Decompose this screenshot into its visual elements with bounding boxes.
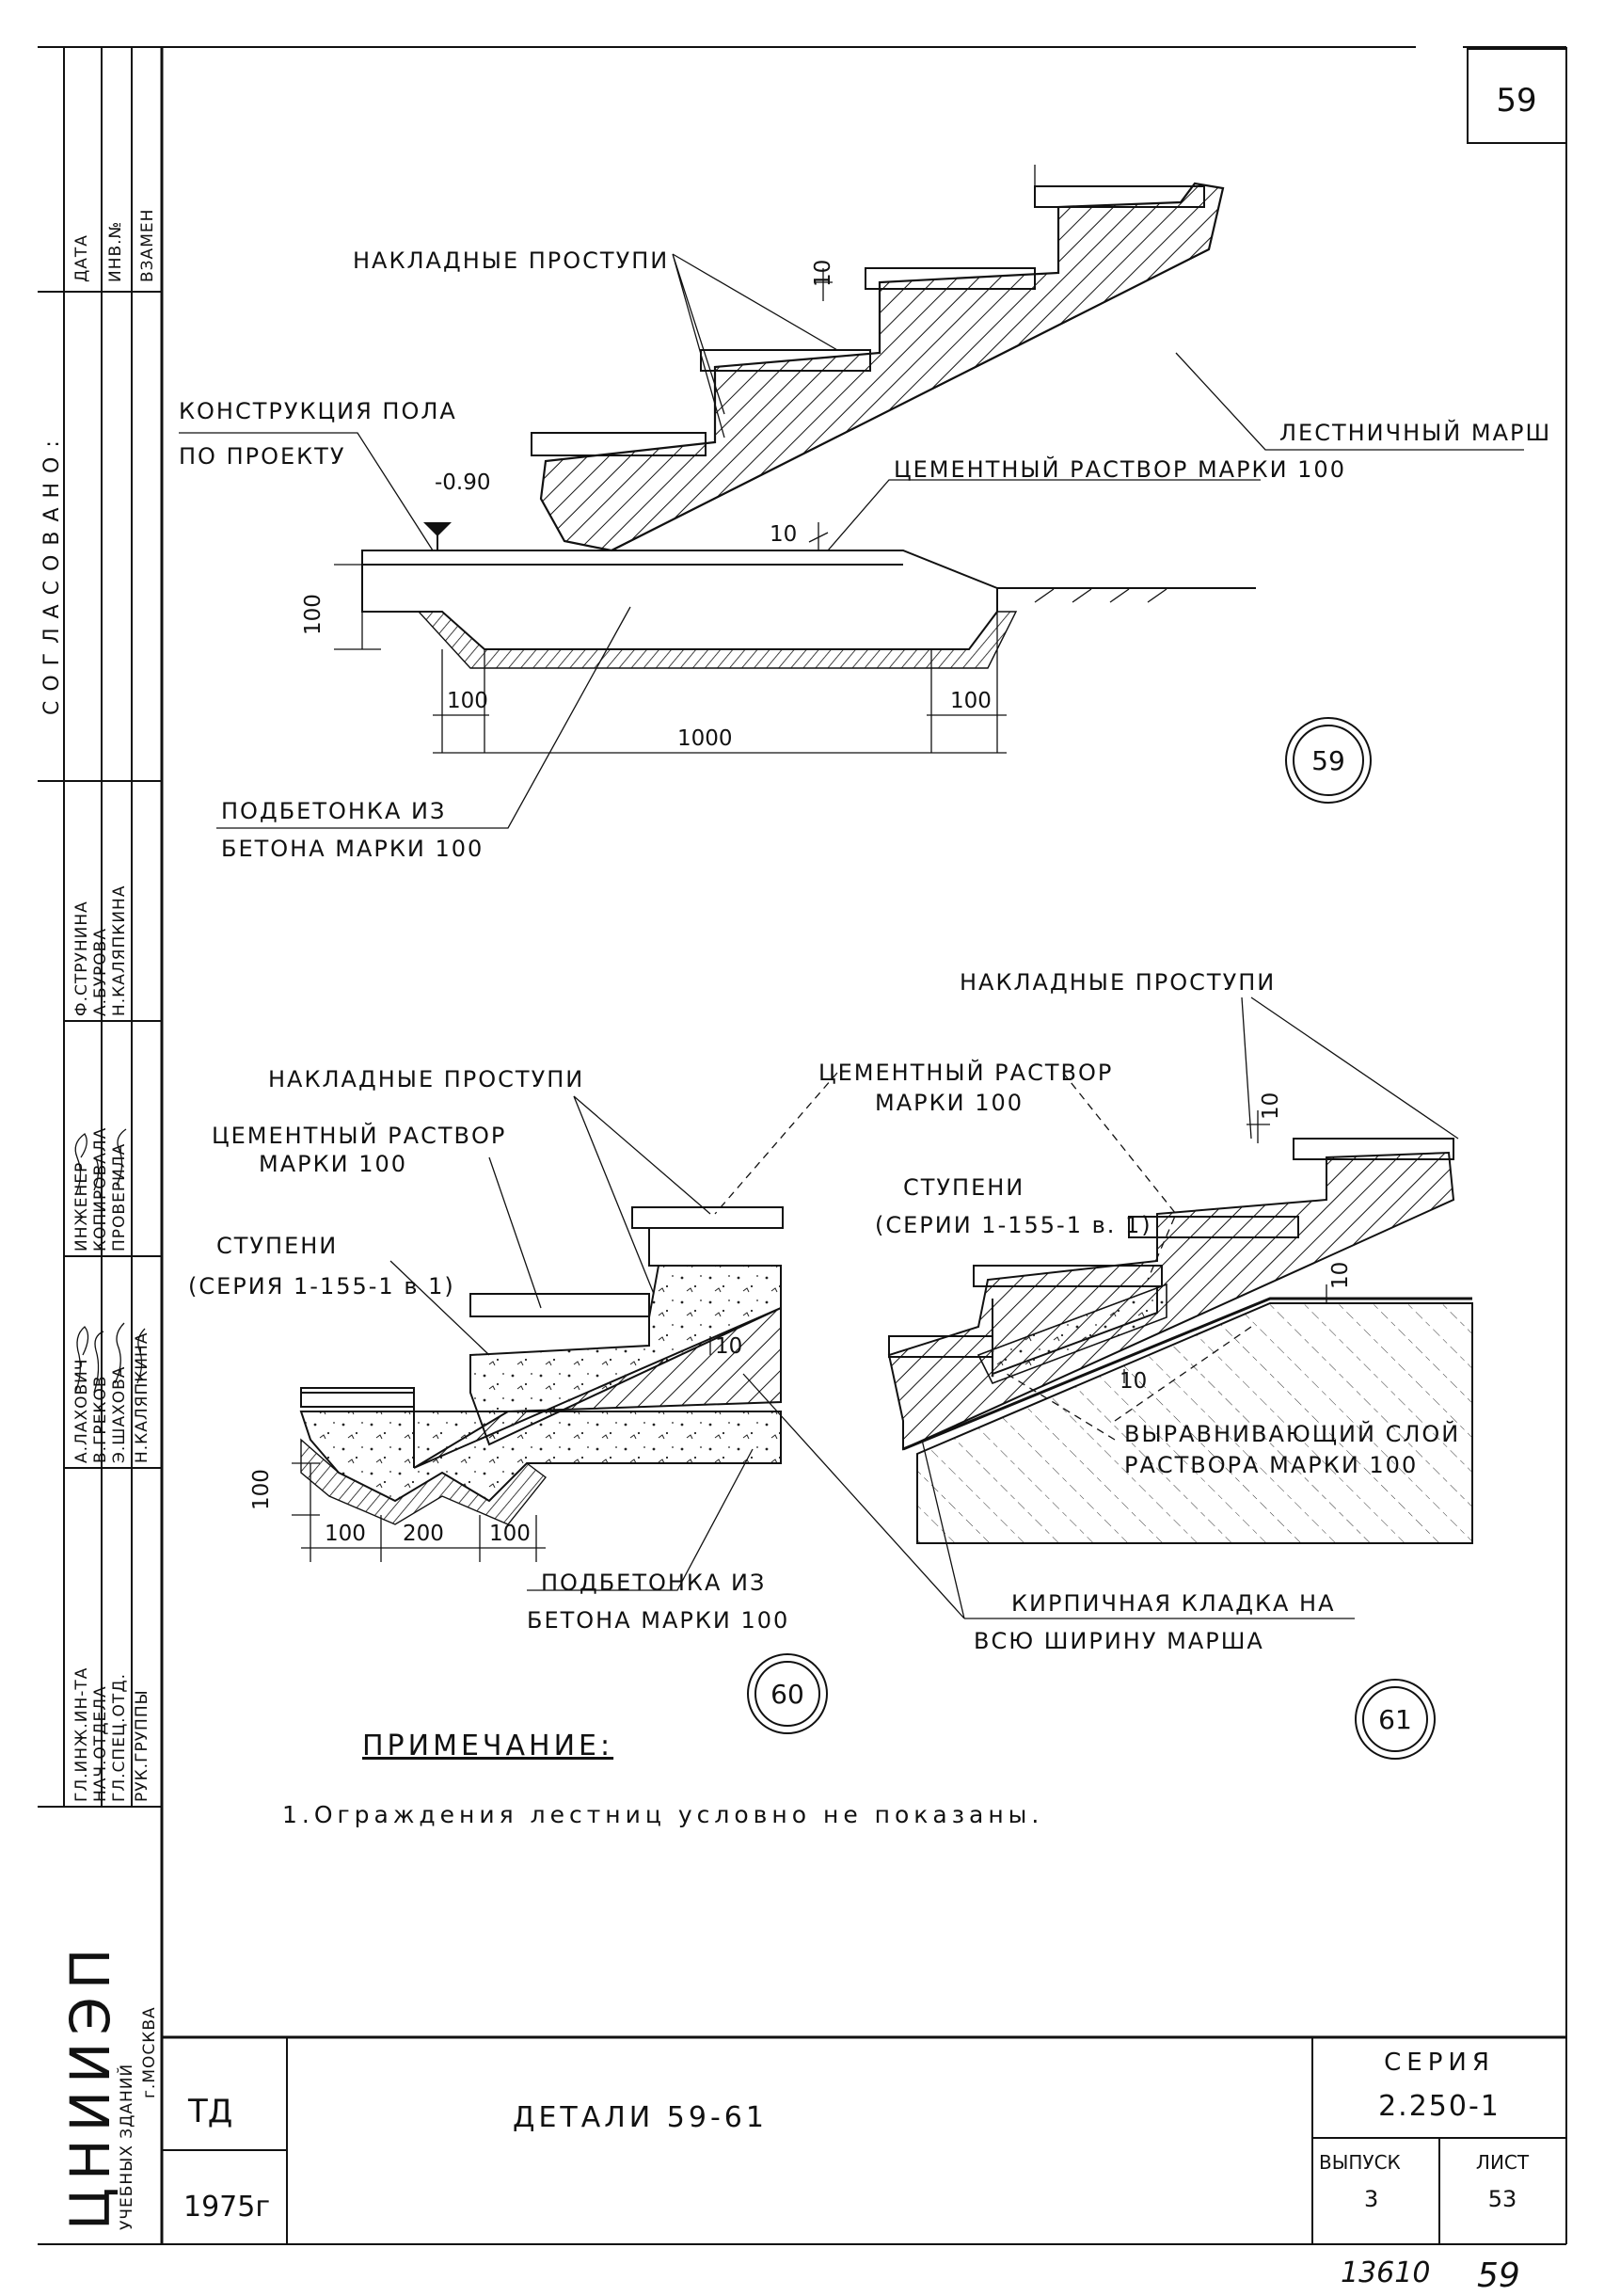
d59-dim-100-l: 100 — [447, 689, 488, 713]
d60-label-base-1: ПОДБЕТОНКА ИЗ — [541, 1570, 766, 1596]
d59-level: -0.90 — [435, 470, 491, 495]
tb-code: ТД — [187, 2093, 232, 2130]
d60-label-steps-2: (СЕРИЯ 1-155-1 в 1) — [188, 1273, 455, 1299]
d60-label-base-2: БЕТОНА МАРКИ 100 — [527, 1607, 789, 1634]
tb-title: ДЕТАЛИ 59-61 — [513, 2101, 768, 2134]
org-sub-2: г.МОСКВА — [140, 2006, 159, 2098]
d59-label-base-1: ПОДБЕТОНКА ИЗ — [221, 798, 446, 824]
side-agreed: СОГЛАСОВАНО: — [40, 431, 64, 715]
d60-dim-100-a: 100 — [325, 1522, 366, 1546]
d60-dim-100-b: 100 — [489, 1522, 531, 1546]
d59-label-floor-2: ПО ПРОЕКТУ — [179, 443, 345, 470]
side-name-kalyapkina-2: Н.КАЛЯПКИНА — [110, 885, 129, 1016]
side-name-kalyapkina-1: Н.КАЛЯПКИНА — [133, 1332, 151, 1463]
d60-dim-200: 200 — [403, 1522, 444, 1546]
d61-label-steps-2: (СЕРИИ 1-155-1 в. 1) — [875, 1212, 1152, 1238]
d61-dim-10-c: 10 — [1120, 1369, 1147, 1394]
d59-label-flight: ЛЕСТНИЧНЫЙ МАРШ — [1279, 419, 1551, 446]
side-name-strunina: Ф.СТРУНИНА — [72, 901, 91, 1016]
detail-60-drawing — [292, 1072, 838, 1591]
side-name-shakhova: Э.ШАХОВА — [110, 1366, 129, 1463]
detail-59-drawing — [179, 165, 1524, 829]
tb-sheet-label: ЛИСТ — [1476, 2151, 1530, 2174]
d61-label-treads: НАКЛАДНЫЕ ПРОСТУПИ — [960, 969, 1276, 996]
d61-label-level-1: ВЫРАВНИВАЮЩИЙ СЛОЙ — [1124, 1420, 1460, 1447]
d61-number-badge: 61 — [1355, 1679, 1436, 1760]
side-role-1: ГЛ.ИНЖ.ИН-ТА — [72, 1667, 91, 1802]
d61-label-mortar-1: ЦЕМЕНТНЫЙ РАСТВОР — [818, 1059, 1113, 1086]
tb-sheet-value: 53 — [1488, 2186, 1517, 2212]
d60-dim-100-h: 100 — [249, 1469, 274, 1510]
side-name-burova: А.БУРОВА — [91, 928, 110, 1016]
tb-year: 1975г — [183, 2191, 270, 2224]
d61-label-steps-1: СТУПЕНИ — [903, 1174, 1024, 1201]
signature-scribbles — [74, 1128, 146, 1394]
d59-number: 59 — [1311, 745, 1345, 776]
org-sub-1: УЧЕБНЫХ ЗДАНИЙ — [116, 2064, 136, 2230]
tb-issue-label: ВЫПУСК — [1319, 2151, 1401, 2174]
d59-dim-100-r: 100 — [950, 689, 992, 713]
tb-issue-value: 3 — [1364, 2186, 1378, 2212]
stamp-inventory-number: 13610 — [1341, 2256, 1430, 2289]
d59-dim-100-h: 100 — [301, 594, 326, 635]
side-strip — [38, 47, 162, 1808]
side-inv: ИНВ.№ — [106, 221, 125, 282]
note-heading: ПРИМЕЧАНИЕ: — [362, 1730, 613, 1762]
d61-dim-10-a: 10 — [1259, 1092, 1283, 1120]
side-name-lakhovich: А.ЛАХОВИЧ — [72, 1358, 91, 1463]
d60-dim-10: 10 — [715, 1334, 742, 1359]
detail-61-drawing — [742, 997, 1473, 1619]
d60-number: 60 — [770, 1679, 804, 1710]
d61-label-level-2: РАСТВОРА МАРКИ 100 — [1124, 1452, 1418, 1478]
d61-label-mortar-2: МАРКИ 100 — [875, 1090, 1024, 1116]
d60-label-mortar-2: МАРКИ 100 — [259, 1151, 407, 1177]
d60-label-mortar-1: ЦЕМЕНТНЫЙ РАСТВОР — [212, 1122, 506, 1149]
d59-label-floor-1: КОНСТРУКЦИЯ ПОЛА — [179, 398, 457, 424]
side-name-grekov: В.ГРЕКОВ — [91, 1375, 110, 1463]
d61-label-brick-1: КИРПИЧНАЯ КЛАДКА НА — [1011, 1590, 1336, 1617]
side-role-engineer: ИНЖЕНЕР — [72, 1162, 91, 1252]
org-name: ЦНИИЭП — [58, 1940, 122, 2230]
d61-label-brick-2: ВСЮ ШИРИНУ МАРША — [974, 1628, 1264, 1654]
d61-number: 61 — [1378, 1704, 1412, 1735]
d59-dim-1000: 1000 — [677, 726, 733, 751]
side-role-copied: КОПИРОВАЛА — [91, 1127, 110, 1252]
side-role-4: РУК.ГРУППЫ — [133, 1689, 151, 1802]
d60-number-badge: 60 — [747, 1653, 828, 1734]
d59-label-treads: НАКЛАДНЫЕ ПРОСТУПИ — [353, 247, 669, 274]
side-replace: ВЗАМЕН — [138, 209, 157, 282]
tb-series-value: 2.250-1 — [1378, 2090, 1501, 2123]
side-date: ДАТА — [72, 234, 91, 282]
d60-label-steps-1: СТУПЕНИ — [216, 1233, 338, 1259]
side-role-3: ГЛ.СПЕЦ.ОТД. — [110, 1673, 129, 1802]
stamp-page-number: 59 — [1477, 2256, 1520, 2295]
tb-series-label: СЕРИЯ — [1384, 2049, 1495, 2077]
side-role-checked: ПРОВЕРИЛА — [110, 1143, 129, 1252]
side-role-2: НАЧ.ОТДЕЛА — [91, 1685, 110, 1802]
d59-dim-10-b: 10 — [811, 260, 835, 287]
title-block — [162, 2035, 1566, 2244]
d59-label-mortar: ЦЕМЕНТНЫЙ РАСТВОР МАРКИ 100 — [894, 455, 1346, 483]
d61-dim-10-b: 10 — [1328, 1262, 1353, 1289]
page-number: 59 — [1496, 82, 1536, 120]
d59-number-badge: 59 — [1285, 717, 1372, 804]
note-text: 1.Ограждения лестниц условно не показаны… — [282, 1801, 1043, 1828]
d60-label-treads: НАКЛАДНЫЕ ПРОСТУПИ — [268, 1066, 584, 1092]
d59-label-base-2: БЕТОНА МАРКИ 100 — [221, 836, 484, 862]
d59-dim-10-a: 10 — [770, 522, 797, 547]
